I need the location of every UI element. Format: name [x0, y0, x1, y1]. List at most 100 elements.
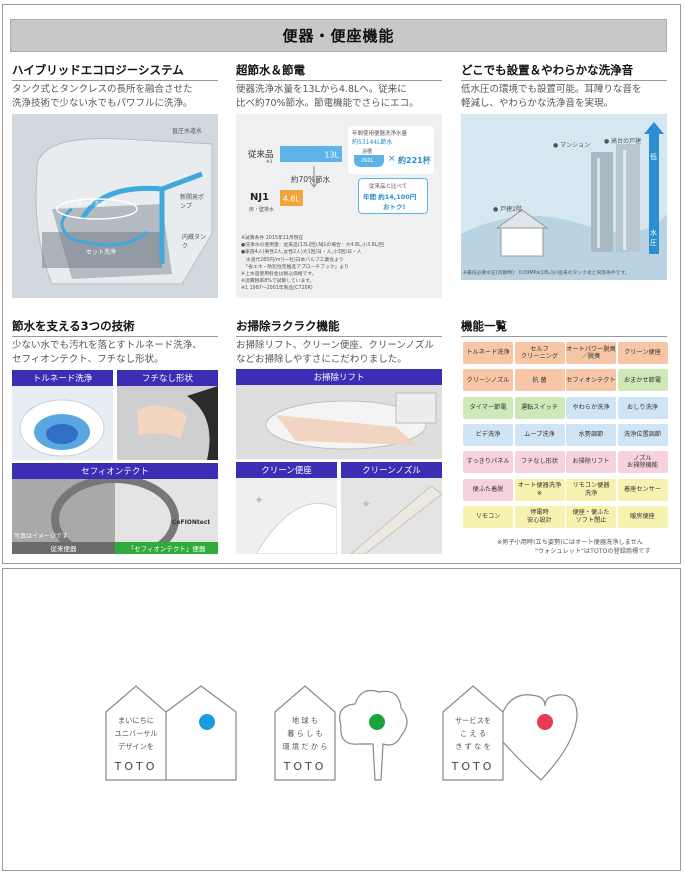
feature-item: ムーブ洗浄 — [514, 423, 565, 446]
feature-item: 運転スイッチ — [514, 396, 565, 419]
annual-callout: 年間使用便器洗浄水量 約53144L節水 浴槽 260L × 約221杯 — [348, 126, 434, 174]
yen-text-1: 従来品と比べて — [369, 184, 408, 190]
cleaning-desc-2: などお掃除しやすさにこだわりました。 — [236, 354, 407, 365]
house-outline-icon — [105, 685, 237, 781]
install-note: ※最低必要水圧(流動時)：0.09MPa(18L/分)従来のタンク式と同等条件で… — [463, 271, 630, 276]
install-desc-1: 低水圧の環境でも設置可能。耳障りな音を — [461, 84, 642, 95]
rimless-bar: フチなし形状 — [117, 370, 218, 386]
bath-label: 浴槽 — [362, 149, 373, 155]
annual-amount: 約53144L節水 — [352, 139, 393, 146]
clean-nozzle-bar: クリーンノズル — [341, 462, 442, 478]
banner-title: 便器・便座機能 — [10, 19, 667, 52]
conv-note: ※1 — [266, 160, 273, 165]
nj1-label: NJ1 — [250, 192, 270, 203]
slogan-line: こ え る — [459, 729, 487, 738]
annual-title: 年間使用便器洗浄水量 — [352, 131, 408, 137]
toto-brand: TOTO — [114, 760, 158, 773]
brand-dot — [199, 714, 215, 730]
tech-desc-1: 少ない水でも汚れを落とすトルネード洗浄、 — [12, 340, 202, 351]
feature-item: オートパワー脱臭 ／脱臭 — [566, 342, 616, 364]
slogan-line: まいにちに — [118, 716, 154, 725]
cefion-bowl-label: 「セフィオンテクト」便器 — [115, 542, 218, 554]
cefiontect-comparison-illustration — [12, 479, 218, 554]
feature-item: 着座センサー — [617, 478, 668, 501]
savings-arrow — [309, 166, 319, 188]
nj1-sub: 床・壁排水 — [249, 207, 275, 213]
cleaning-title: お掃除ラクラク機能 — [236, 319, 340, 333]
cefiontect-bar: セフィオンテクト — [12, 463, 218, 479]
clean-seat-bar: クリーン便座 — [236, 462, 337, 478]
water-bar-value: 4.8L — [283, 195, 301, 204]
feature-item: やわらか洗浄 — [566, 396, 616, 419]
lift-bar: お掃除リフト — [236, 369, 442, 385]
rimless-bowl-illustration — [117, 386, 218, 460]
conventional-label: 従来便器 — [12, 542, 115, 554]
cefion-logo: CeFIONtect — [172, 519, 211, 526]
water-note-line: ※試算条件 2015年11月現在 — [241, 236, 304, 241]
tech-rule — [12, 336, 218, 337]
water-desc-1: 便器洗浄水量を13Lから4.8Lへ。従来に — [236, 84, 407, 95]
cleaning-rule — [236, 336, 442, 337]
svg-text:✦: ✦ — [361, 497, 371, 511]
yen-text-2: 年間 約14,100円 — [363, 193, 417, 201]
feature-item: 便座・便ふた ソフト閉止 — [566, 505, 616, 528]
slogan-line: デザインを — [118, 742, 154, 751]
install-desc-2: 軽減し、やわらかな洗浄音を実現。 — [461, 98, 614, 109]
clean-seat-illustration: ✦ — [254, 493, 337, 554]
feature-item: 暖房便座 — [617, 505, 668, 528]
heart-outline-icon — [442, 685, 578, 781]
hybrid-desc-1: タンク式とタンクレスの長所を融合させた — [12, 84, 193, 95]
feature-item: 抗 菌 — [514, 369, 565, 392]
water-bar-従来品 — [280, 146, 342, 162]
feature-item: おしり洗浄 — [617, 396, 668, 419]
savings-label: 約70%節水 — [291, 175, 331, 184]
water-title: 超節水＆節電 — [236, 63, 305, 77]
conv-label: 従来品 — [248, 150, 274, 160]
tornado-photo — [12, 386, 113, 460]
tech-title: 節水を支える3つの技術 — [12, 319, 135, 333]
feature-item: トルネード洗浄 — [463, 342, 513, 364]
tornado-bar: トルネード洗浄 — [12, 370, 113, 386]
water-note-line: ●洗浄水の使用量：従来品(13L/回),NJ1の場合：大4.8L,小3.6L/回 — [241, 243, 384, 249]
bathtub-icon — [354, 155, 384, 167]
tornado-bowl-illustration — [19, 399, 105, 457]
slogan-line: ユニバーサル — [114, 729, 158, 738]
features-note-1: ※男子小用時(立ち姿勢)にはオート便器洗浄しません — [497, 539, 643, 546]
toto-brand: TOTO — [283, 760, 327, 773]
water-note-line: ●家族4人(男性2人,女性2人)大1回/日・人,小3回/日・人 — [241, 250, 362, 256]
highrise-label: ● 高台の戸建 — [604, 138, 642, 145]
tech-desc-2: セフィオンテクト、フチなし形状。 — [12, 354, 164, 365]
feature-item: クリーン便座 — [617, 342, 668, 364]
slogan-line: き ず な を — [455, 742, 491, 751]
mansion-label: ● マンション — [553, 142, 591, 149]
install-title: どこでも設置＆やわらかな洗浄音 — [461, 63, 634, 77]
tree-outline-icon — [274, 685, 408, 781]
water-note-line: 水道代265円/m³(一社)日本バルブ工業会より — [241, 257, 344, 263]
install-illustration: ● マンション ● 高台の戸建 ● 戸建2階 低 水圧 ※最低必要水圧(流動時)… — [461, 114, 667, 280]
label-set-flush: セット洗浄 — [86, 249, 117, 256]
brand-slogan-panel — [2, 568, 681, 871]
label-pump: 新開発ポンプ — [180, 194, 205, 210]
feature-item: クリーンノズル — [463, 369, 513, 392]
feature-item: セルフ クリーニング — [514, 342, 565, 364]
feature-item: ノズル お掃除機能 — [617, 451, 668, 474]
hybrid-title: ハイブリッドエコロジーシステム — [12, 63, 184, 77]
lift-illustration — [236, 385, 442, 459]
water-note-line: ※1 1987〜2001年製品(C720R) — [241, 286, 313, 292]
feature-item: おまかせ節電 — [617, 369, 668, 392]
install-rule — [461, 80, 667, 81]
rimless-photo — [117, 386, 218, 460]
clean-seat-photo: ✦ — [236, 478, 337, 554]
feature-item: リモコン便器 洗浄 — [566, 478, 616, 501]
feature-item: 洗浄位置調節 — [617, 423, 668, 446]
slogan-house: まいにちにユニバーサルデザインを TOTO — [104, 682, 244, 782]
label-direct-water: 直圧水道水 — [172, 128, 203, 135]
water-note-line: ※上水道使用料金は税込価格です。 — [241, 272, 317, 277]
clean-nozzle-illustration: ✦ — [350, 485, 442, 554]
feature-item: お掃除リフト — [566, 451, 616, 474]
image-note: 写真はイメージです — [14, 533, 68, 540]
bath-size: 260L — [361, 158, 374, 164]
hybrid-desc-2: 洗浄技術で少ない水でもパワフルに洗浄。 — [12, 98, 193, 109]
